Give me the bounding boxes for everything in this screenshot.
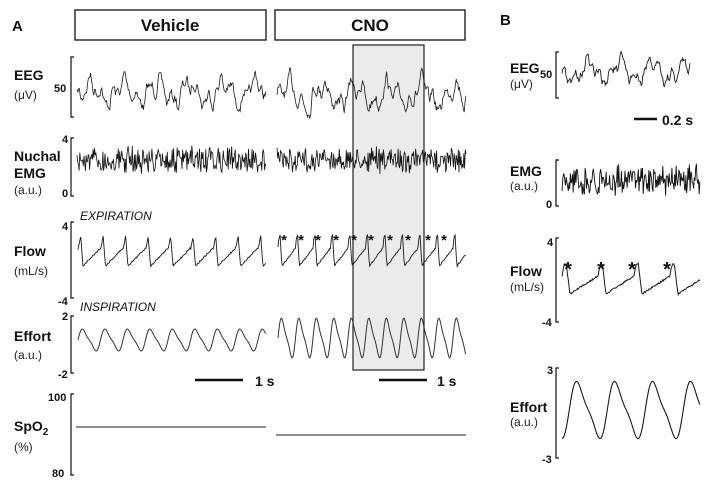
b-flow-tick-bottom: -4: [542, 317, 553, 329]
flow-trace-vehicle: [77, 235, 266, 268]
eeg-label: EEG: [14, 67, 44, 83]
flow-unit: (mL/s): [14, 264, 48, 278]
b-emg-unit: (a.u.): [510, 179, 538, 193]
b-flow-axis: [555, 237, 559, 323]
asterisk-mark: *: [351, 232, 357, 249]
b-emg-label: EMG: [510, 163, 542, 179]
spo2-label: SpO2: [14, 418, 49, 438]
asterisk-mark: *: [628, 259, 636, 281]
emg-trace-vehicle: [76, 145, 267, 174]
highlight-box: [352, 44, 425, 371]
effort-unit: (a.u.): [14, 348, 42, 362]
emg-trace-cno: [276, 146, 467, 175]
flow-asterisks: * * * * * * * * * *: [281, 232, 447, 249]
b-effort-trace: [561, 380, 701, 440]
flow-label: Flow: [14, 243, 46, 259]
eeg-trace-cno: [276, 67, 467, 120]
b-effort-tick-top: 3: [547, 365, 553, 377]
b-eeg-unit: (μV): [510, 77, 533, 91]
b-effort-unit: (a.u.): [510, 415, 538, 429]
scalebar-cno-label: 1 s: [437, 373, 457, 389]
eeg-trace-vehicle: [76, 70, 267, 113]
effort-trace-cno: [277, 317, 467, 359]
b-effort-label: Effort: [510, 399, 548, 415]
eeg-tick: 50: [54, 83, 66, 95]
effort-label: Effort: [14, 328, 52, 344]
asterisk-mark: *: [298, 232, 304, 249]
b-emg-trace: [561, 163, 701, 196]
effort-axis: [70, 315, 74, 374]
emg-label-2: EMG: [14, 165, 46, 181]
asterisk-mark: *: [368, 232, 374, 249]
emg-tick-top: 4: [62, 134, 69, 146]
emg-label-1: Nuchal: [14, 148, 61, 164]
panel-a-letter: A: [12, 18, 23, 35]
b-flow-asterisks: * * * *: [564, 259, 671, 281]
asterisk-mark: *: [405, 232, 411, 249]
asterisk-mark: *: [315, 232, 321, 249]
emg-axis: [70, 137, 74, 197]
b-effort-axis: [555, 367, 559, 459]
cno-header-box: [274, 9, 466, 41]
asterisk-mark: *: [387, 232, 393, 249]
inspiration-label: INSPIRATION: [80, 300, 156, 314]
b-eeg-tick: 50: [540, 69, 552, 81]
b-eeg-label: EEG: [510, 60, 540, 76]
spo2-tick-bottom: 80: [52, 468, 64, 480]
vehicle-header: Vehicle: [141, 16, 200, 35]
b-scalebar-label: 0.2 s: [662, 112, 693, 128]
expiration-label: EXPIRATION: [80, 209, 152, 223]
emg-unit: (a.u.): [14, 183, 42, 197]
eeg-unit: (μV): [14, 88, 37, 102]
effort-tick-bottom: -2: [58, 369, 68, 381]
b-emg-axis: [555, 159, 559, 207]
b-flow-tick-top: 4: [547, 237, 554, 249]
eeg-axis: [70, 56, 74, 118]
flow-axis: [70, 221, 74, 299]
asterisk-mark: *: [425, 232, 431, 249]
flow-tick-top: 4: [62, 221, 69, 233]
spo2-unit: (%): [14, 440, 33, 454]
asterisk-mark: *: [564, 259, 572, 281]
effort-tick-top: 2: [62, 311, 68, 323]
asterisk-mark: *: [663, 259, 671, 281]
flow-tick-bottom: -4: [58, 296, 69, 308]
spo2-axis: [70, 393, 74, 476]
effort-trace-vehicle: [77, 328, 267, 352]
b-flow-unit: (mL/s): [510, 280, 544, 294]
b-effort-tick-bottom: -3: [542, 454, 552, 466]
b-eeg-trace: [561, 50, 691, 88]
scalebar-vehicle-label: 1 s: [255, 373, 275, 389]
asterisk-mark: *: [597, 259, 605, 281]
cno-header: CNO: [351, 16, 389, 35]
b-emg-tick: 0: [546, 199, 552, 211]
b-flow-label: Flow: [510, 263, 542, 279]
panel-b-letter: B: [500, 12, 511, 29]
spo2-tick-top: 100: [48, 392, 66, 404]
emg-tick-bottom: 0: [62, 188, 68, 200]
asterisk-mark: *: [333, 232, 339, 249]
b-eeg-axis: [555, 51, 559, 99]
vehicle-header-box: [74, 9, 267, 41]
asterisk-mark: *: [281, 232, 287, 249]
b-flow-trace: [561, 261, 701, 297]
asterisk-mark: *: [441, 232, 447, 249]
flow-trace-cno: [277, 233, 466, 268]
